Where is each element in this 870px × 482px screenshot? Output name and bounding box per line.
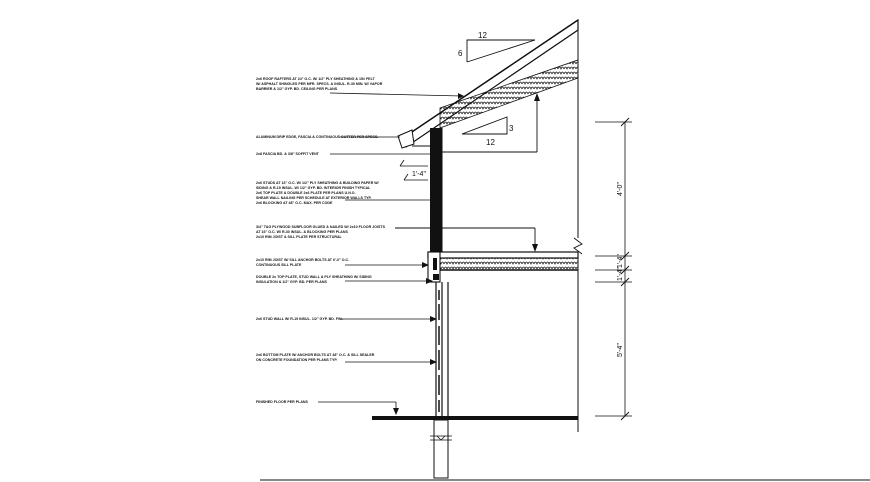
roof-slope-run: 12	[478, 31, 487, 40]
note-line: 2x6 BLOCKING AT 48" O.C. MAX. PER CODE	[256, 201, 333, 205]
roof-slope-rise: 6	[458, 49, 463, 58]
note-line: 2x6 STUD WALL W/ R-19 INSUL. 1/2" GYP. B…	[256, 317, 343, 321]
dimension-chain: 4'-0" 1'-4" 1'-4" 5'-4"	[595, 117, 632, 421]
note-line: FINISHED FLOOR PER PLANS	[256, 400, 309, 404]
note-fascia: 2x8 FASCIA BD. & 3/8" SOFFIT VENT	[256, 152, 430, 156]
svg-text:2x6 BOTTOM PLATE W/ ANCHOR BOL: 2x6 BOTTOM PLATE W/ ANCHOR BOLTS AT 48" …	[256, 353, 375, 362]
eave-drop-dimension: 1'-4"	[399, 159, 428, 181]
note-line: SIDING & R-19 INSUL. W/ 1/2" GYP. BD. IN…	[256, 186, 371, 190]
note-line: ON CONCRETE FOUNDATION PER PLANS TYP.	[256, 358, 337, 362]
note-line: 2x8 FASCIA BD. & 3/8" SOFFIT VENT	[256, 152, 320, 156]
eave-drop-value: 1'-4"	[412, 171, 426, 178]
note-line: ALUMINUM DRIP EDGE, FASCIA & CONTINUOUS …	[256, 135, 378, 139]
svg-text:2x10 RIM JOIST W/ SILL ANCHOR: 2x10 RIM JOIST W/ SILL ANCHOR BOLTS AT 6…	[256, 258, 349, 267]
fascia-eave	[397, 129, 415, 149]
note-line: BARRIER & 1/2" GYP. BD. CEILING PER PLAN…	[256, 87, 338, 91]
note-floor: 3/4" T&G PLYWOOD SUBFLOOR GLUED & NAILED…	[256, 225, 386, 239]
note-rim-joist: 2x10 RIM JOIST W/ SILL ANCHOR BOLTS AT 6…	[256, 258, 429, 268]
svg-text:2x6 STUDS AT 16" O.C. W/ 1/2": 2x6 STUDS AT 16" O.C. W/ 1/2" PLY SHEATH…	[256, 181, 379, 205]
svg-text:DOUBLE 2x TOP PLATE, STUD WALL: DOUBLE 2x TOP PLATE, STUD WALL & PLY SHE…	[256, 275, 372, 284]
dim-floor-depth-2: 1'-4"	[617, 267, 624, 281]
ceiling-slope-indicator: 3 12	[461, 116, 514, 147]
note-line: CONTINUOUS SILL PLATE	[256, 263, 302, 267]
note-line: 2x6 STUDS AT 16" O.C. W/ 1/2" PLY SHEATH…	[256, 181, 379, 185]
dim-upper-wall: 4'-0"	[617, 182, 624, 196]
note-drip-edge: ALUMINUM DRIP EDGE, FASCIA & CONTINUOUS …	[256, 135, 400, 139]
floor-assembly	[427, 251, 579, 283]
svg-text:2x6 STUD WALL W/ R-19 INSUL. 1: 2x6 STUD WALL W/ R-19 INSUL. 1/2" GYP. B…	[256, 317, 343, 321]
note-stud-wall: 2x6 STUD WALL W/ R-19 INSUL. 1/2" GYP. B…	[256, 316, 437, 322]
note-line: DOUBLE 2x TOP PLATE, STUD WALL & PLY SHE…	[256, 275, 372, 279]
annotation-notes: 2x6 ROOF RAFTERS AT 24" O.C. W/ 1/2" PLY…	[256, 77, 464, 415]
note-top-plate: DOUBLE 2x TOP PLATE, STUD WALL & PLY SHE…	[256, 275, 433, 284]
roof-sheathing-line	[399, 19, 579, 141]
note-bottom-plate: 2x6 BOTTOM PLATE W/ ANCHOR BOLTS AT 48" …	[256, 353, 437, 365]
note-line: 3/4" T&G PLYWOOD SUBFLOOR GLUED & NAILED…	[256, 225, 386, 229]
svg-text:2x6 ROOF RAFTERS AT 24" O.C. W: 2x6 ROOF RAFTERS AT 24" O.C. W/ 1/2" PLY…	[256, 77, 383, 91]
svg-text:ALUMINUM DRIP EDGE, FASCIA & C: ALUMINUM DRIP EDGE, FASCIA & CONTINUOUS …	[256, 135, 378, 139]
note-line: 2x6 TOP PLATE & DOUBLE 2x6 PLATE PER PLA…	[256, 191, 356, 195]
roof-slope-indicator: 12 6	[458, 31, 536, 63]
note-line: 2x6 ROOF RAFTERS AT 24" O.C. W/ 1/2" PLY…	[256, 77, 375, 81]
dim-floor-depth-1: 1'-4"	[617, 254, 624, 268]
note-line: INSULATION & 1/2" GYP. BD. PER PLANS	[256, 280, 327, 284]
note-line: W/ ASPHALT SHINGLES PER MFR. SPECS. & IN…	[256, 82, 383, 86]
note-finished-floor: FINISHED FLOOR PER PLANS	[256, 400, 399, 415]
floor-arrow	[395, 227, 538, 252]
note-line: AT 16" O.C. W/ R-30 INSUL. & BLOCKING PE…	[256, 230, 348, 234]
roof-assembly	[397, 18, 579, 149]
ceiling-slope-run: 12	[486, 138, 495, 147]
lower-wall	[435, 282, 449, 418]
note-line: SHEAR WALL NAILING PER SCHEDULE AT EXTER…	[256, 196, 372, 200]
note-upper-wall: 2x6 STUDS AT 16" O.C. W/ 1/2" PLY SHEATH…	[256, 181, 430, 205]
upper-wall	[430, 128, 443, 252]
note-line: 2x10 RIM JOIST W/ SILL ANCHOR BOLTS AT 6…	[256, 258, 349, 262]
interior-boundary-wall	[573, 20, 583, 432]
dim-lower-wall: 5'-4"	[617, 343, 624, 357]
note-line: 2x10 RIM JOIST & SILL PLATE PER STRUCTUR…	[256, 235, 343, 239]
foundation	[260, 416, 870, 481]
note-roof: 2x6 ROOF RAFTERS AT 24" O.C. W/ 1/2" PLY…	[256, 77, 464, 99]
ceiling-arrow	[441, 93, 540, 153]
svg-text:2x8 FASCIA BD. & 3/8" SOFFIT V: 2x8 FASCIA BD. & 3/8" SOFFIT VENT	[256, 152, 320, 156]
svg-text:FINISHED FLOOR PER PLANS: FINISHED FLOOR PER PLANS	[256, 400, 309, 404]
svg-text:3/4" T&G PLYWOOD SUBFLOOR GLUE: 3/4" T&G PLYWOOD SUBFLOOR GLUED & NAILED…	[256, 225, 386, 239]
ceiling-slope-rise: 3	[509, 124, 514, 133]
note-line: 2x6 BOTTOM PLATE W/ ANCHOR BOLTS AT 48" …	[256, 353, 375, 357]
